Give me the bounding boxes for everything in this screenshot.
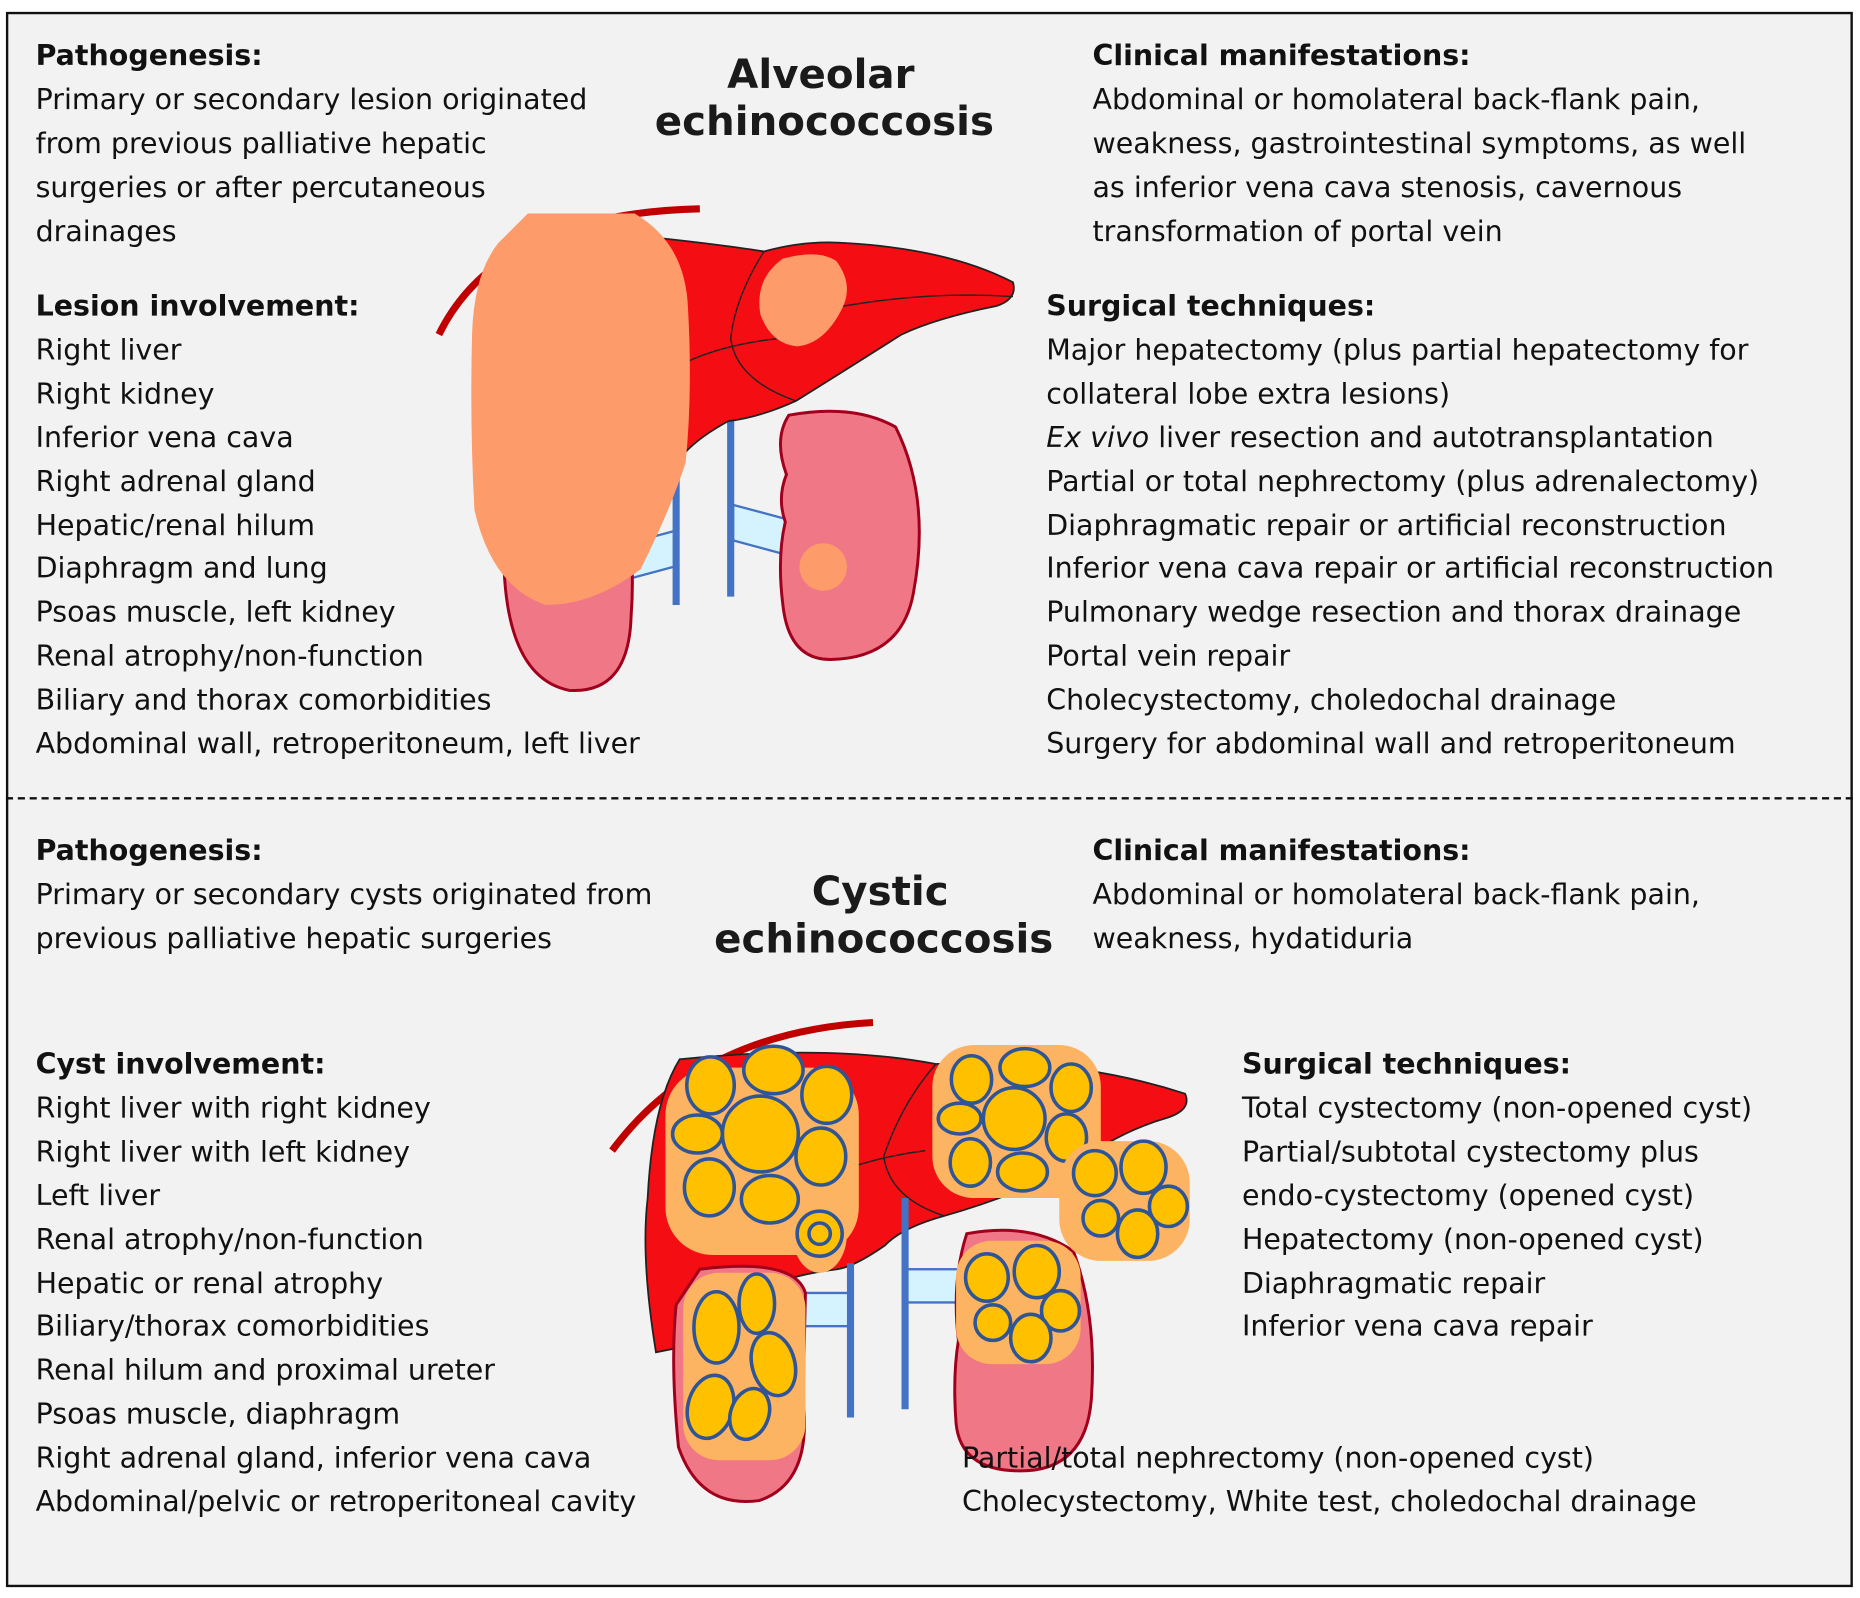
list-item: Biliary and thorax comorbidities: [35, 683, 492, 717]
liver-shape: [615, 232, 1015, 455]
list-item: Biliary/thorax comorbidities: [35, 1310, 430, 1344]
section-heading: Surgical techniques:: [1046, 289, 1376, 323]
text-line: previous palliative hepatic surgeries: [35, 921, 553, 955]
left-kidney-shape: [778, 409, 921, 662]
cyst-cluster-left-kidney: [956, 1240, 1082, 1365]
list-item: Pulmonary wedge resection and thorax dra…: [1046, 595, 1742, 630]
list-item: Diaphragm and lung: [35, 552, 328, 586]
text-line: weakness, gastrointestinal symptoms, as …: [1092, 126, 1747, 160]
list-item: Major hepatectomy (plus partial hepatect…: [1046, 333, 1749, 367]
list-item: Abdominal wall, retroperitoneum, left li…: [35, 727, 640, 761]
cyst-cluster-left-liver: [932, 1045, 1101, 1199]
left-ureter-connector: [800, 1291, 853, 1328]
text-line: weakness, hydatiduria: [1092, 921, 1414, 955]
list-item: Inferior vena cava repair: [1241, 1310, 1593, 1344]
text-line: drainages: [35, 214, 177, 248]
title-line: Cystic: [811, 868, 949, 916]
section-heading: Pathogenesis:: [35, 39, 263, 73]
title-line: echinococcosis: [714, 915, 1054, 964]
text-line: Primary or secondary cysts originated fr…: [35, 877, 653, 911]
list-item: Hepatectomy (non-opened cyst): [1241, 1222, 1704, 1256]
right-ureter-connector: [731, 503, 788, 557]
kidney-lesion: [799, 543, 847, 591]
list-item: Renal atrophy/non-function: [35, 639, 424, 673]
alveolar-surgical: Surgical techniques: Major hepatectomy (…: [1046, 285, 1774, 767]
list-item: endo-cystectomy (opened cyst): [1241, 1178, 1695, 1212]
list-item: Surgery for abdominal wall and retroperi…: [1046, 727, 1736, 761]
text-span: liver resection and autotransplantation: [1149, 420, 1714, 454]
text-line: from previous palliative hepatic: [35, 126, 487, 160]
list-item: Inferior vena cava repair or artificial …: [1046, 552, 1775, 586]
list-item: Cholecystectomy, choledochal drainage: [1046, 683, 1617, 717]
alveolar-pathogenesis: Pathogenesis: Primary or secondary lesio…: [36, 34, 588, 253]
section-heading: Lesion involvement:: [35, 289, 360, 323]
italic-term: Ex vivo: [1046, 420, 1150, 454]
list-item: Ex vivo liver resection and autotranspla…: [1046, 416, 1774, 460]
list-item: Right adrenal gland: [35, 464, 316, 498]
cystic-pathogenesis: Pathogenesis: Primary or secondary cysts…: [36, 829, 653, 960]
cystic-surgical-extra: Partial/total nephrectomy (non-opened cy…: [962, 1436, 1697, 1524]
list-item: Inferior vena cava: [35, 420, 294, 454]
list-item: Right adrenal gland, inferior vena cava: [35, 1441, 592, 1475]
list-item: Psoas muscle, left kidney: [35, 595, 396, 630]
cystic-clinical: Clinical manifestations: Abdominal or ho…: [1092, 829, 1699, 960]
list-item: Psoas muscle, diaphragm: [35, 1397, 401, 1431]
text-line: Abdominal or homolateral back-flank pain…: [1092, 82, 1700, 117]
list-item: Renal atrophy/non-function: [35, 1222, 424, 1256]
cystic-involvement: Cyst involvement: Right liver with right…: [36, 1043, 637, 1525]
list-item: Total cystectomy (non-opened cyst): [1241, 1091, 1753, 1125]
cyst-cluster-right-kidney: [683, 1272, 806, 1461]
alveolar-involvement: Lesion involvement: Right liver Right ki…: [36, 285, 640, 767]
list-item: Right liver: [35, 333, 182, 367]
section-heading: Pathogenesis:: [35, 833, 263, 868]
list-item: Diaphragmatic repair or artificial recon…: [1046, 508, 1727, 542]
cyst-cluster-extrahepatic: [1059, 1139, 1190, 1261]
section-heading: Clinical manifestations:: [1092, 39, 1471, 73]
list-item: Partial/subtotal cystectomy plus: [1241, 1134, 1699, 1169]
list-item: Cholecystectomy, White test, choledochal…: [962, 1485, 1697, 1519]
list-item: Diaphragmatic repair: [1241, 1266, 1546, 1300]
section-heading: Surgical techniques:: [1241, 1047, 1572, 1081]
cystic-title: Cystic echinococcosis: [714, 868, 1054, 964]
list-item: Partial/total nephrectomy (non-opened cy…: [962, 1441, 1595, 1475]
list-item: collateral lobe extra lesions): [1046, 376, 1451, 411]
list-item: Right liver with left kidney: [35, 1134, 411, 1169]
cystic-illustration: [609, 1018, 1190, 1503]
list-item: Partial or total nephrectomy (plus adren…: [1046, 464, 1760, 498]
section-divider: [5, 797, 1853, 800]
list-item: Hepatic/renal hilum: [35, 508, 316, 542]
alveolar-title: Alveolar echinococcosis: [654, 51, 994, 146]
cyst-hilar: [792, 1194, 847, 1273]
text-line: Abdominal or homolateral back-flank pain…: [1092, 877, 1700, 911]
list-item: Abdominal/pelvic or retroperitoneal cavi…: [35, 1485, 637, 1519]
text-line: transformation of portal vein: [1092, 214, 1503, 248]
section-heading: Cyst involvement:: [35, 1047, 326, 1081]
title-line: echinococcosis: [654, 98, 994, 146]
list-item: Portal vein repair: [1046, 639, 1291, 673]
list-item: Left liver: [35, 1178, 161, 1212]
text-line: as inferior vena cava stenosis, cavernou…: [1092, 170, 1683, 204]
list-item: Renal hilum and proximal ureter: [35, 1353, 495, 1388]
text-line: Primary or secondary lesion originated: [35, 82, 588, 117]
list-item: Right kidney: [35, 376, 215, 411]
cystic-surgical: Surgical techniques: Total cystectomy (n…: [1242, 1043, 1752, 1349]
title-line: Alveolar: [727, 51, 915, 99]
left-lobe-lesion: [759, 254, 847, 347]
right-ureter-connector: [903, 1268, 960, 1304]
list-item: Right liver with right kidney: [35, 1091, 431, 1125]
text-line: surgeries or after percutaneous: [35, 170, 486, 204]
alveolar-illustration: [435, 205, 1015, 692]
alveolar-clinical: Clinical manifestations: Abdominal or ho…: [1092, 34, 1746, 253]
list-item: Hepatic or renal atrophy: [35, 1266, 384, 1300]
section-heading: Clinical manifestations:: [1092, 833, 1471, 868]
large-lesion: [471, 213, 690, 605]
